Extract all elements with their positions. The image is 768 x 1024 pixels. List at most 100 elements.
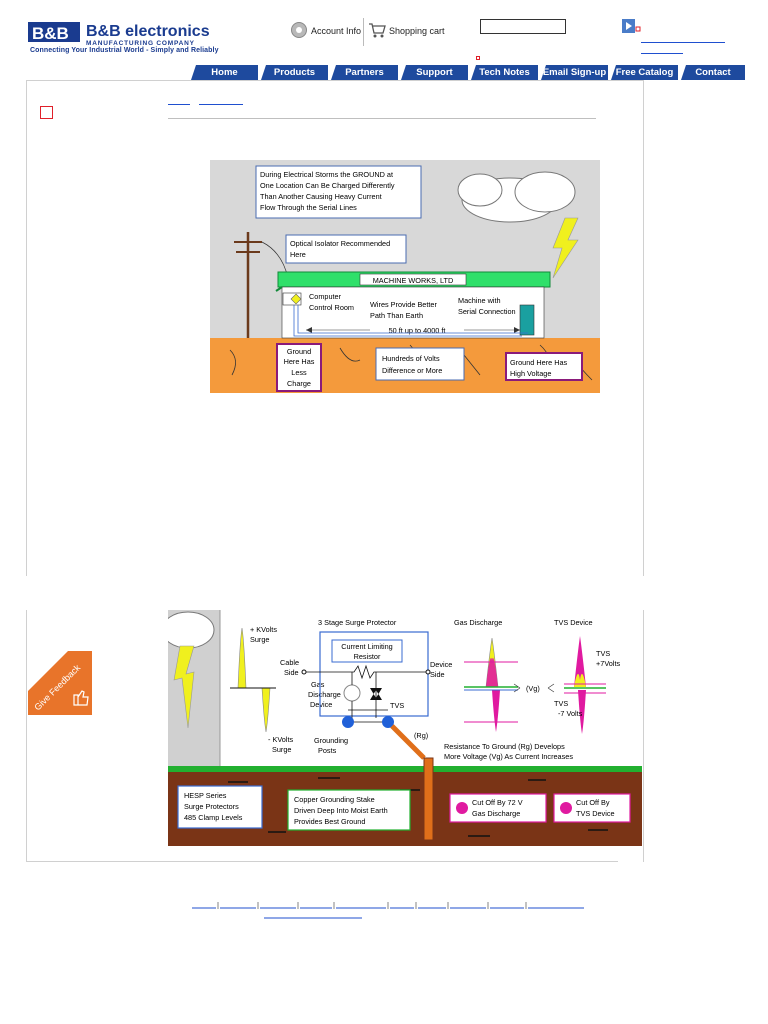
isolator-note-line: Here xyxy=(290,250,306,259)
machine-label-line: Serial Connection xyxy=(458,307,516,316)
gas-device-line: Discharge xyxy=(308,690,341,699)
isolator-note-line: Optical Isolator Recommended xyxy=(290,239,390,248)
ground-low-line: Here Has xyxy=(284,357,315,366)
grounding-post xyxy=(382,716,394,728)
logo-sub: MANUFACTURING COMPANY xyxy=(86,40,195,47)
content-frame-left-lower xyxy=(26,610,27,862)
cutoff-tvs-line: Cut Off By xyxy=(576,798,610,807)
vg-label: (Vg) xyxy=(526,684,540,693)
stake-note-line: Driven Deep Into Moist Earth xyxy=(294,806,388,815)
tab-products[interactable]: Products xyxy=(261,65,328,80)
hesp-line: 485 Clamp Levels xyxy=(184,813,243,822)
broken-image-icon xyxy=(40,106,53,119)
tab-free-catalog[interactable]: Free Catalog xyxy=(611,65,678,80)
device-side-line: Side xyxy=(430,670,445,679)
wires-label-line: Wires Provide Better xyxy=(370,300,437,309)
ground-low-line: Less xyxy=(291,368,307,377)
content-frame-top xyxy=(26,80,644,81)
stake-note-line: Provides Best Ground xyxy=(294,817,365,826)
tagline: Connecting Your Industrial World - Simpl… xyxy=(30,47,219,54)
hesp-line: HESP Series xyxy=(184,791,227,800)
tvs-plus-line: +7Volts xyxy=(596,659,620,668)
kv-minus-line: - KVolts xyxy=(268,735,293,744)
tab-home[interactable]: Home xyxy=(191,65,258,80)
content-frame-right xyxy=(643,80,644,576)
tvs-plus-line: TVS xyxy=(596,649,610,658)
distance-label: 50 ft up to 4000 ft xyxy=(389,326,446,335)
header-link-2[interactable] xyxy=(641,53,683,54)
limiting-line: Current Limiting xyxy=(341,642,393,651)
gas-device-line: Device xyxy=(310,700,332,709)
ground-potential-diagram: During Electrical Storms the GROUND at O… xyxy=(210,160,600,393)
volts-diff-line: Difference or More xyxy=(382,366,442,375)
lightning-bolt xyxy=(552,217,579,279)
cable-side-line: Side xyxy=(284,668,299,677)
tvs-title: TVS Device xyxy=(554,618,593,627)
company-logo[interactable]: B&B B&B electronics MANUFACTURING COMPAN… xyxy=(28,20,238,58)
storm-note-line: During Electrical Storms the GROUND at xyxy=(260,170,393,179)
svg-text:B&B: B&B xyxy=(32,24,69,43)
breadcrumb-link-1[interactable] xyxy=(168,104,190,105)
utility-pole xyxy=(234,232,262,338)
tab-partners[interactable]: Partners xyxy=(331,65,398,80)
machine-label-line: Machine with xyxy=(458,296,501,305)
tvs-minus-line: TVS xyxy=(554,699,568,708)
kv-plus-line: + KVolts xyxy=(250,625,277,634)
computer-label-line: Computer xyxy=(309,292,342,301)
account-info-link[interactable]: Account Info xyxy=(311,26,362,36)
surge-protector-diagram: + KVolts Surge - KVolts Surge 3 Stage Su… xyxy=(168,610,642,846)
content-frame-bottom xyxy=(26,861,618,862)
cart-icon[interactable] xyxy=(368,22,386,38)
grounding-posts-line: Posts xyxy=(318,746,337,755)
give-feedback-button[interactable]: Give Feedback xyxy=(28,651,92,715)
search-input[interactable] xyxy=(480,19,566,34)
cable-side-line: Cable xyxy=(280,658,299,667)
logo-name: B&B electronics xyxy=(86,23,210,40)
grounding-post xyxy=(342,716,354,728)
broken-image-icon xyxy=(476,56,480,60)
device-side-line: Device xyxy=(430,660,452,669)
footer-links xyxy=(192,902,584,919)
gas-device-line: Gas xyxy=(311,680,325,689)
kv-plus-line: Surge xyxy=(250,635,269,644)
stage-title: 3 Stage Surge Protector xyxy=(318,618,397,627)
building-sign: MACHINE WORKS, LTD xyxy=(373,276,454,285)
positive-surge xyxy=(230,627,258,689)
storm-note-line: One Location Can Be Charged Differently xyxy=(260,181,395,190)
resistance-note-line: Resistance To Ground (Rg) Develops xyxy=(444,742,565,751)
header-divider xyxy=(363,18,364,46)
wires-label-line: Path Than Earth xyxy=(370,311,423,320)
storm-cloud xyxy=(457,171,576,223)
ground-high-line: Ground Here Has xyxy=(510,358,568,367)
thumbs-up-icon xyxy=(73,690,89,706)
hesp-line: Surge Protectors xyxy=(184,802,239,811)
ground-high-line: High Voltage xyxy=(510,369,551,378)
play-icon[interactable] xyxy=(622,19,642,35)
content-frame-right-lower xyxy=(643,610,644,862)
tab-contact[interactable]: Contact xyxy=(681,65,745,80)
storm-cloud xyxy=(168,611,215,649)
storm-note-line: Than Another Causing Heavy Current xyxy=(260,192,382,201)
tvs-label: TVS xyxy=(390,701,404,710)
limiting-line: Resistor xyxy=(354,652,381,661)
computer-label-line: Control Room xyxy=(309,303,354,312)
shopping-cart-link[interactable]: Shopping cart xyxy=(389,26,445,36)
tab-support[interactable]: Support xyxy=(401,65,468,80)
cutoff-tvs-line: TVS Device xyxy=(576,809,615,818)
grounding-stake xyxy=(423,757,434,841)
breadcrumb-link-2[interactable] xyxy=(199,104,243,105)
storm-note-line: Flow Through the Serial Lines xyxy=(260,203,357,212)
tab-email-signup[interactable]: Email Sign-up xyxy=(541,65,608,80)
header-link-1[interactable] xyxy=(641,42,725,43)
negative-surge xyxy=(258,687,276,733)
gear-icon[interactable] xyxy=(291,22,307,38)
cutoff-gas-line: Gas Discharge xyxy=(472,809,520,818)
rg-label: (Rg) xyxy=(414,731,428,740)
gas-title: Gas Discharge xyxy=(454,618,502,627)
tab-tech-notes[interactable]: Tech Notes xyxy=(471,65,538,80)
lightning-bolt xyxy=(173,645,195,729)
kv-minus-line: Surge xyxy=(272,745,291,754)
stake-note-line: Copper Grounding Stake xyxy=(294,795,375,804)
cutoff-gas-line: Cut Off By 72 V xyxy=(472,798,523,807)
ground-low-line: Ground xyxy=(287,347,311,356)
